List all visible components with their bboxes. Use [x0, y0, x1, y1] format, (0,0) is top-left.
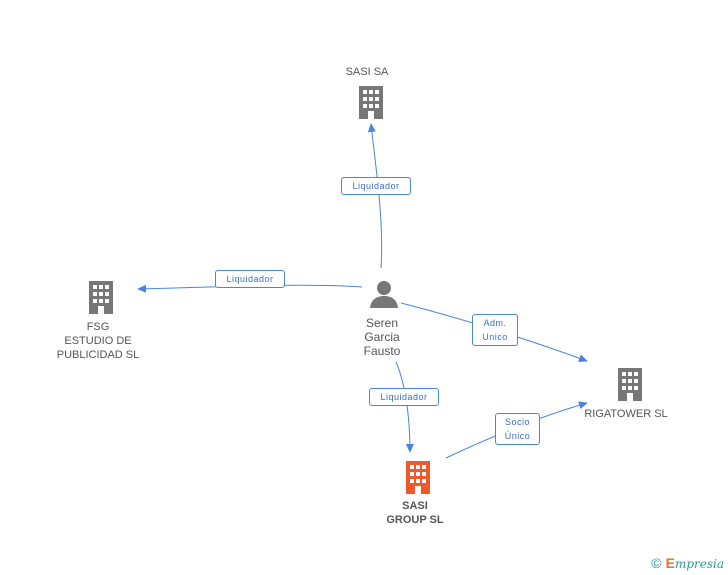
building-icon[interactable]: [356, 85, 386, 119]
edge-person-to-sasi-group: [395, 361, 414, 453]
node-label-sasi-group[interactable]: SASI GROUP SL: [386, 500, 444, 526]
edge-label-liquidador: Liquidador: [369, 388, 439, 406]
edge-person-to-sasi-sa: [367, 123, 383, 269]
brand-logo: Empresia: [665, 555, 724, 571]
node-label-rigatower[interactable]: RIGATOWER SL: [584, 408, 668, 420]
building-icon[interactable]: [615, 367, 645, 401]
footer-brand: © Empresia: [651, 555, 724, 571]
edge-label-liquidador: Liquidador: [341, 177, 411, 195]
copyright-icon: ©: [651, 555, 662, 571]
edge-label-adm-unico: Adm. Unico: [472, 314, 518, 346]
edge-label-socio-unico: Socio Único: [495, 413, 540, 445]
node-label-sasi-sa[interactable]: SASI SA: [345, 66, 389, 78]
building-icon[interactable]: [403, 460, 433, 494]
person-icon[interactable]: [369, 279, 399, 309]
node-label-person[interactable]: Seren Garcia Fausto: [363, 316, 401, 358]
node-label-fsg[interactable]: FSG ESTUDIO DE PUBLICIDAD SL: [56, 321, 140, 361]
edge-label-liquidador: Liquidador: [215, 270, 285, 288]
building-icon[interactable]: [86, 280, 116, 314]
